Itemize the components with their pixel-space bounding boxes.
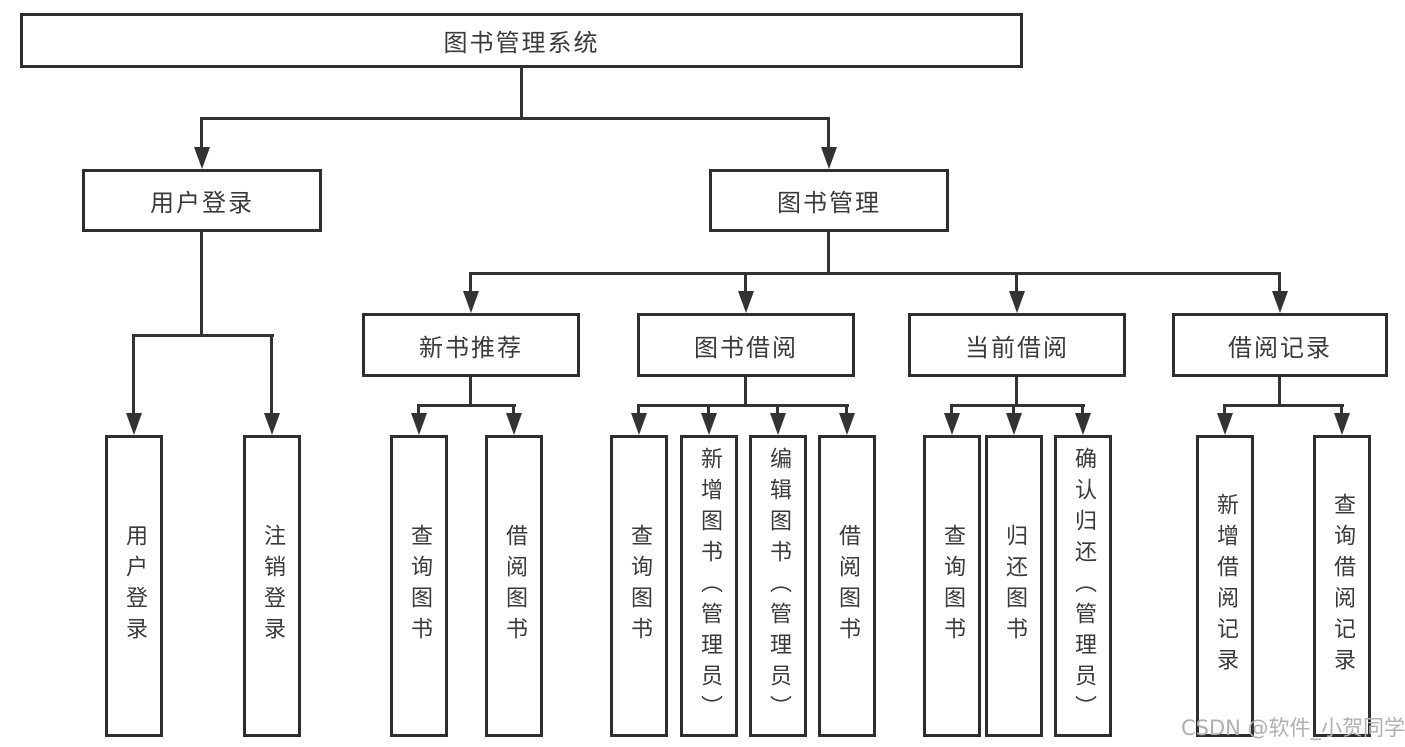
connector-line [744, 377, 747, 407]
node-current-borrow: 当前借阅 [908, 313, 1126, 377]
leaf-query-borrow-record: 查询借阅记录 [1313, 435, 1371, 737]
connector-line [1015, 272, 1018, 294]
leaf-add-borrow-record: 新增借阅记录 [1196, 435, 1254, 737]
connector-line [469, 272, 472, 294]
node-new-book-recommend: 新书推荐 [362, 313, 580, 377]
leaf-query-books-borrow-label: 查询图书 [627, 524, 652, 648]
leaf-logout: 注销登录 [243, 435, 301, 737]
leaf-logout-label: 注销登录 [260, 524, 285, 648]
connector-line [1012, 404, 1015, 416]
leaf-user-login: 用户登录 [105, 435, 163, 737]
leaf-borrow-books: 借阅图书 [818, 435, 876, 737]
connector-line [270, 334, 273, 415]
connector-line [950, 404, 953, 416]
arrow-down-icon [264, 413, 280, 435]
arrow-down-icon [194, 147, 210, 169]
leaf-add-books-admin-label: 新增图书（管理员） [697, 446, 722, 726]
arrow-down-icon [631, 413, 647, 435]
leaf-query-books-borrow: 查询图书 [610, 435, 668, 737]
connector-line [200, 232, 203, 337]
connector-line [1340, 404, 1343, 416]
arrow-down-icon [821, 147, 837, 169]
arrow-down-icon [738, 291, 754, 313]
arrow-down-icon [1075, 413, 1091, 435]
leaf-borrow-books-recommend-label: 借阅图书 [502, 524, 527, 648]
connector-line [1278, 272, 1281, 294]
node-book-management-label: 图书管理 [777, 189, 881, 217]
leaf-edit-books-admin: 编辑图书（管理员） [749, 435, 807, 737]
connector-line [512, 404, 515, 416]
connector-line [1015, 377, 1018, 407]
connector-line [744, 272, 747, 294]
arrow-down-icon [839, 413, 855, 435]
connector-line [950, 404, 1085, 407]
connector-line [827, 117, 830, 151]
connector-line [707, 404, 710, 416]
arrow-down-icon [1272, 291, 1288, 313]
node-book-management: 图书管理 [709, 169, 949, 232]
arrow-down-icon [1006, 413, 1022, 435]
leaf-borrow-books-label: 借阅图书 [835, 524, 860, 648]
leaf-query-books-recommend-label: 查询图书 [407, 524, 432, 648]
arrow-down-icon [770, 413, 786, 435]
arrow-down-icon [126, 413, 142, 435]
node-borrow-records-label: 借阅记录 [1228, 333, 1332, 362]
connector-line [827, 232, 830, 275]
connector-line [637, 404, 849, 407]
leaf-add-borrow-record-label: 新增借阅记录 [1213, 493, 1238, 679]
node-current-borrow-label: 当前借阅 [965, 333, 1069, 362]
leaf-confirm-return-admin: 确认归还（管理员） [1054, 435, 1112, 737]
connector-line [1278, 377, 1281, 407]
leaf-query-borrow-record-label: 查询借阅记录 [1330, 493, 1355, 679]
arrow-down-icon [411, 413, 427, 435]
leaf-return-books-label: 归还图书 [1002, 524, 1027, 648]
node-book-borrow: 图书借阅 [637, 313, 855, 377]
leaf-add-books-admin: 新增图书（管理员） [680, 435, 738, 737]
node-borrow-records: 借阅记录 [1172, 313, 1388, 377]
connector-line [1223, 404, 1344, 407]
leaf-borrow-books-recommend: 借阅图书 [485, 435, 543, 737]
watermark: CSDN @软件_小贺同学 [1181, 716, 1405, 740]
connector-line [637, 404, 640, 416]
node-new-book-recommend-label: 新书推荐 [419, 333, 523, 362]
connector-line [845, 404, 848, 416]
leaf-user-login-label: 用户登录 [122, 524, 147, 648]
connector-line [132, 334, 135, 415]
arrow-down-icon [463, 291, 479, 313]
node-library-system-label: 图书管理系统 [443, 29, 600, 57]
connector-line [1223, 404, 1226, 416]
leaf-return-books: 归还图书 [985, 435, 1043, 737]
arrow-down-icon [506, 413, 522, 435]
leaf-query-books-recommend: 查询图书 [390, 435, 448, 737]
connector-line [132, 334, 274, 337]
node-library-system: 图书管理系统 [20, 13, 1023, 68]
connector-line [200, 117, 203, 151]
connector-line [417, 404, 420, 416]
connector-line [520, 68, 523, 118]
arrow-down-icon [1217, 413, 1233, 435]
connector-line [776, 404, 779, 416]
node-book-borrow-label: 图书借阅 [694, 333, 798, 362]
connector-line [417, 404, 516, 407]
connector-line [200, 117, 830, 120]
leaf-query-books-current: 查询图书 [923, 435, 981, 737]
connector-line [469, 377, 472, 407]
connector-line [469, 272, 1281, 275]
node-user-login-label: 用户登录 [150, 189, 254, 217]
leaf-confirm-return-admin-label: 确认归还（管理员） [1071, 446, 1096, 726]
node-user-login: 用户登录 [82, 169, 322, 232]
arrow-down-icon [1334, 413, 1350, 435]
arrow-down-icon [944, 413, 960, 435]
arrow-down-icon [701, 413, 717, 435]
connector-line [1081, 404, 1084, 416]
leaf-query-books-current-label: 查询图书 [940, 524, 965, 648]
arrow-down-icon [1009, 291, 1025, 313]
leaf-edit-books-admin-label: 编辑图书（管理员） [766, 446, 791, 726]
